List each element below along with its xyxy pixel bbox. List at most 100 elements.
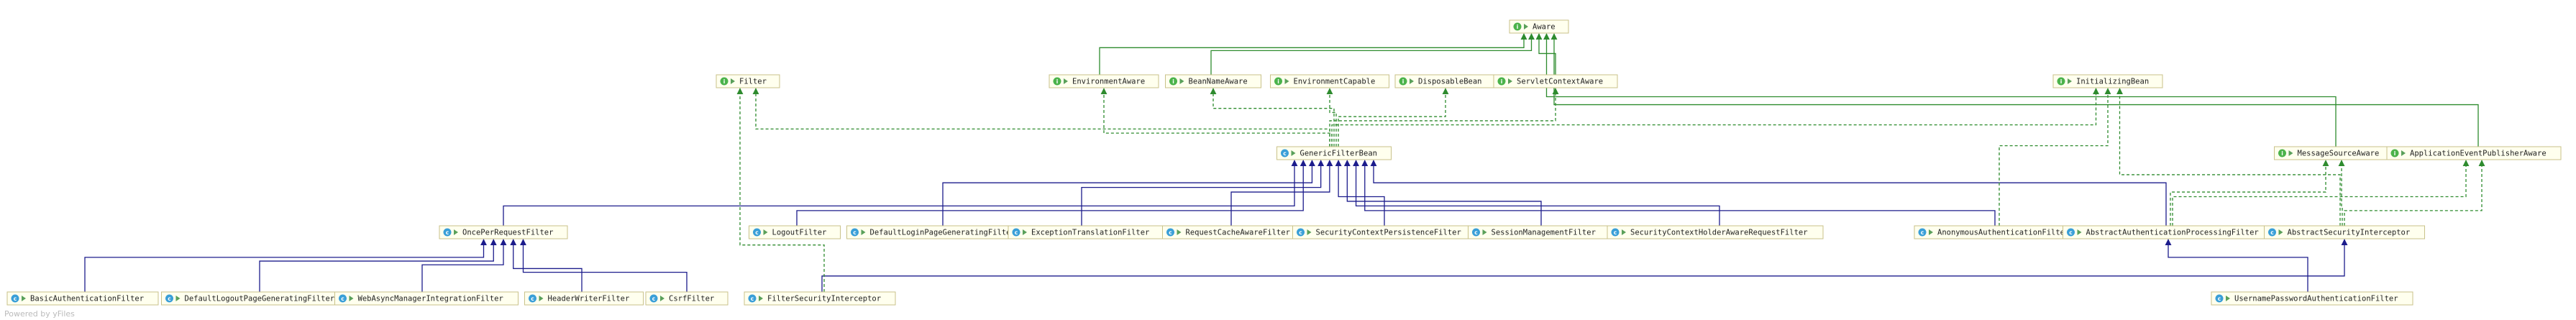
watermark-text: Powered by yFiles — [4, 309, 75, 319]
edge-implements — [1329, 88, 1559, 147]
node-label: AbstractSecurityInterceptor — [2288, 229, 2411, 237]
edge-extends — [1370, 160, 2167, 226]
kind-letter-icon: c — [531, 296, 534, 302]
visibility-icon — [175, 296, 181, 301]
node-box — [1493, 74, 1618, 88]
edge-extends — [1361, 160, 1996, 226]
node-box — [1270, 74, 1389, 88]
kind-letter-icon: c — [751, 296, 754, 302]
kind-letter-icon: i — [1501, 78, 1503, 85]
kind-letter-icon: c — [652, 296, 655, 302]
kind-letter-icon: c — [1474, 229, 1477, 236]
interface-icon — [2390, 149, 2399, 157]
visibility-icon — [2068, 78, 2072, 84]
edge-extends — [2165, 239, 2308, 292]
visibility-icon — [2226, 296, 2230, 301]
kind-letter-icon: c — [341, 296, 344, 302]
node-label: FilterSecurityInterceptor — [767, 295, 881, 303]
class-icon — [1281, 149, 1289, 157]
visibility-icon — [660, 296, 664, 301]
node-box — [1165, 74, 1261, 88]
class-icon — [748, 294, 757, 303]
node-label: DisposableBean — [1418, 78, 1482, 86]
node-security-context-persistence-filter[interactable]: c SecurityContextPersistenceFilter — [1292, 225, 1476, 239]
visibility-icon — [2077, 229, 2082, 235]
node-once-per-request-filter[interactable]: c OncePerRequestFilter — [439, 225, 568, 239]
node-filter-security-interceptor[interactable]: c FilterSecurityInterceptor — [744, 291, 896, 306]
kind-letter-icon: c — [1169, 229, 1171, 236]
node-label: BeanNameAware — [1189, 78, 1248, 86]
node-label: SecurityContextPersistenceFilter — [1316, 229, 1461, 237]
node-box — [716, 74, 780, 88]
kind-letter-icon: c — [2069, 229, 2072, 236]
class-icon — [851, 228, 859, 237]
visibility-icon — [2288, 150, 2293, 156]
node-label: RequestCacheAwareFilter — [1186, 229, 1290, 237]
node-label: AnonymousAuthenticationFilter — [1937, 229, 2069, 237]
kind-letter-icon: i — [2060, 78, 2063, 85]
edge-extends — [1343, 160, 1542, 226]
visibility-icon — [1482, 229, 1487, 235]
interface-icon — [1497, 77, 1506, 86]
node-label: UsernamePasswordAuthenticationFilter — [2234, 295, 2398, 303]
class-icon — [529, 294, 536, 303]
node-box — [524, 291, 644, 306]
edge-extends — [1353, 160, 1720, 226]
visibility-icon — [1508, 78, 1512, 84]
edge-implements — [2116, 88, 2341, 226]
class-icon — [1297, 228, 1305, 237]
visibility-icon — [1023, 229, 1027, 235]
visibility-icon — [22, 296, 26, 301]
edge-implements — [736, 88, 825, 292]
visibility-icon — [1179, 78, 1184, 84]
kind-letter-icon: c — [1283, 150, 1286, 157]
kind-letter-icon: c — [446, 229, 449, 236]
edge-extends — [796, 160, 1307, 226]
edge-extends — [259, 239, 497, 292]
interface-icon — [1274, 77, 1282, 86]
node-box — [334, 291, 519, 306]
node-label: OncePerRequestFilter — [462, 229, 553, 237]
edges-layer — [84, 33, 2485, 292]
node-box — [439, 225, 568, 239]
visibility-icon — [349, 296, 354, 301]
class-icon — [753, 228, 761, 237]
visibility-icon — [2401, 150, 2406, 156]
edge-extends — [503, 160, 1298, 226]
edge-interface-extends — [1099, 33, 1527, 75]
node-label: SessionManagementFilter — [1492, 229, 1596, 237]
visibility-icon — [539, 296, 544, 301]
node-initializing-bean[interactable]: i InitializingBean — [2052, 74, 2163, 88]
node-label: ApplicationEventPublisherAware — [2410, 150, 2547, 158]
node-label: InitializingBean — [2076, 78, 2149, 86]
node-session-management-filter[interactable]: c SessionManagementFilter — [1468, 225, 1610, 239]
kind-letter-icon: c — [168, 296, 170, 302]
node-request-cache-aware-filter[interactable]: c RequestCacheAwareFilter — [1162, 225, 1305, 239]
visibility-icon — [1064, 78, 1068, 84]
kind-letter-icon: c — [755, 229, 758, 236]
